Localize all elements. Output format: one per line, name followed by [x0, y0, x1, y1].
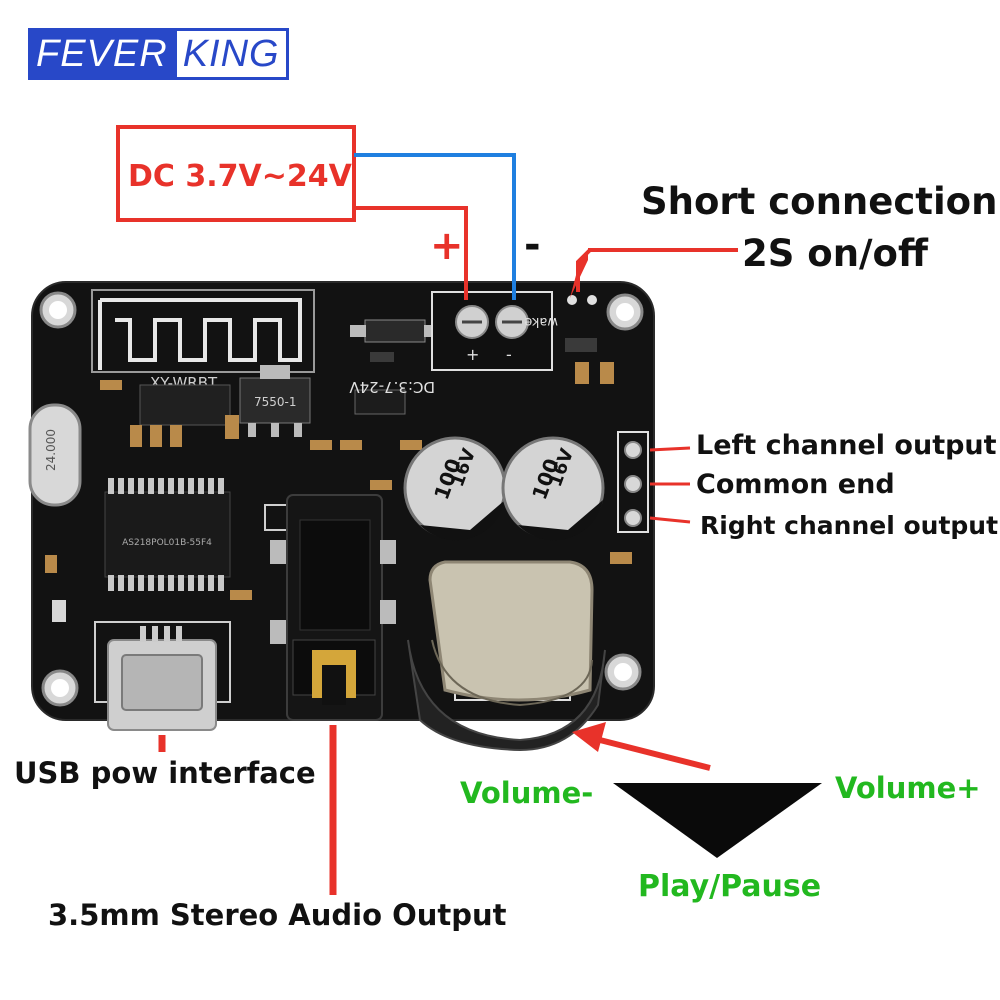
- wake-pad: [587, 295, 597, 305]
- wake-label-line1: Short connection: [641, 180, 998, 223]
- power-label: DC 3.7V~24V: [128, 159, 352, 194]
- brand-logo: FEVER KING: [28, 28, 289, 80]
- right-channel-label: Right channel output: [700, 511, 999, 540]
- output-pointers: [649, 446, 691, 524]
- audio-jack: [264, 494, 396, 721]
- regulator-chip: [239, 377, 311, 424]
- brand-part1: FEVER: [28, 28, 174, 80]
- pcb-board: XY-WRBT 7550-1 24.000: [28, 281, 655, 752]
- wake-silk: wake: [524, 314, 558, 329]
- pin-left-channel: [624, 441, 642, 459]
- power-minus-label: -: [524, 222, 541, 268]
- crystal-silk: 24.000: [44, 429, 58, 471]
- capacitor-left: 100 16V: [403, 436, 507, 541]
- pin-right-channel: [624, 509, 642, 527]
- crystal: [28, 403, 82, 507]
- volume-arrowhead: [572, 722, 606, 752]
- common-end-label: Common end: [696, 469, 895, 500]
- capacitor-right: 100 16V: [501, 436, 605, 541]
- power-terminal: + -: [431, 291, 553, 371]
- volume-minus-label: Volume-: [460, 776, 594, 810]
- terminal-minus-silk: -: [506, 345, 512, 364]
- audio-output-label: 3.5mm Stereo Audio Output: [48, 898, 507, 932]
- brand-part2: KING: [173, 28, 289, 80]
- power-plus-label: +: [430, 223, 464, 269]
- power-negative-wire: [354, 153, 516, 300]
- left-channel-label: Left channel output: [696, 430, 997, 461]
- knob-direction-triangle: [613, 783, 822, 858]
- pin-common: [624, 475, 642, 493]
- power-label-box: [116, 125, 356, 222]
- dc-silk: DC:3.7-24V: [349, 378, 435, 396]
- power-positive-wire: [354, 206, 468, 300]
- wake-label-line2: 2S on/off: [742, 232, 928, 275]
- antenna-trace: [98, 298, 302, 370]
- chip-silk: AS218POL01B-55F4: [122, 538, 212, 548]
- volume-knob: [407, 560, 606, 752]
- regulator-silk: 7550-1: [254, 395, 297, 409]
- usb-connector: [94, 621, 231, 731]
- volume-arrow-line: [591, 735, 711, 771]
- usb-label: USB pow interface: [14, 756, 316, 790]
- wake-pad: [567, 295, 577, 305]
- volume-plus-label: Volume+: [835, 771, 981, 805]
- main-chip: AS218POL01B-55F4: [104, 478, 231, 591]
- terminal-plus-silk: +: [466, 345, 479, 364]
- play-pause-label: Play/Pause: [638, 869, 822, 904]
- output-header: [617, 431, 649, 533]
